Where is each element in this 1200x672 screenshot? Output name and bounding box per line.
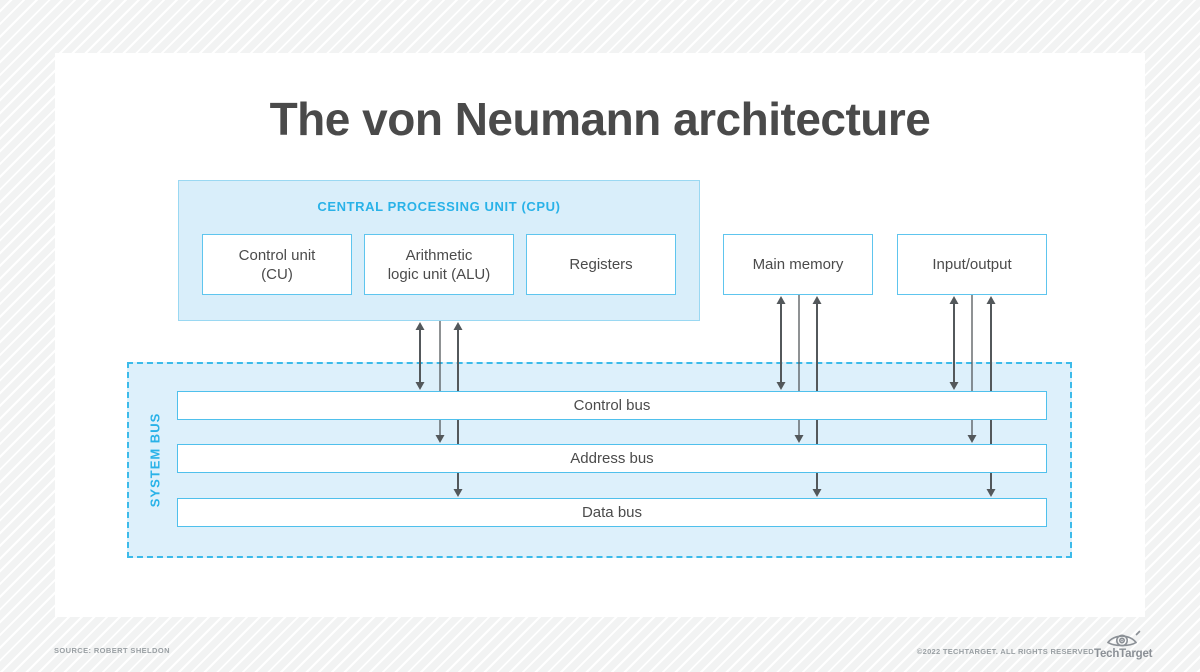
source-credit: SOURCE: ROBERT SHELDON: [54, 646, 170, 655]
system-bus-label: SYSTEM BUS: [147, 412, 163, 508]
alu-label-line2: logic unit (ALU): [387, 265, 491, 283]
page-title: The von Neumann architecture: [269, 93, 931, 145]
address-bus-bar: Address bus: [177, 444, 1047, 473]
main-memory-box: Main memory: [723, 234, 873, 295]
alu-box: Arithmetic logic unit (ALU): [364, 234, 514, 295]
copyright-notice: ©2022 TECHTARGET. ALL RIGHTS RESERVED: [916, 647, 1094, 656]
input-output-box: Input/output: [897, 234, 1047, 295]
data-bus-label: Data bus: [581, 504, 643, 521]
control-unit-label-line1: Control unit: [238, 246, 316, 264]
registers-box: Registers: [526, 234, 676, 295]
data-bus-bar: Data bus: [177, 498, 1047, 527]
address-bus-label: Address bus: [570, 450, 654, 467]
registers-label: Registers: [569, 256, 633, 273]
control-bus-bar: Control bus: [177, 391, 1047, 420]
control-unit-box: Control unit (CU): [202, 234, 352, 295]
control-unit-label-line2: (CU): [261, 265, 293, 283]
alu-label-line1: Arithmetic: [405, 246, 473, 264]
input-output-label: Input/output: [932, 256, 1012, 273]
techtarget-wordmark: TechTarget: [1094, 648, 1153, 660]
eye-target-icon: [1107, 630, 1141, 647]
techtarget-logo: TechTarget: [1094, 629, 1152, 660]
main-memory-label: Main memory: [752, 256, 844, 273]
control-bus-label: Control bus: [573, 397, 651, 414]
cpu-container-label: CENTRAL PROCESSING UNIT (CPU): [317, 199, 561, 214]
